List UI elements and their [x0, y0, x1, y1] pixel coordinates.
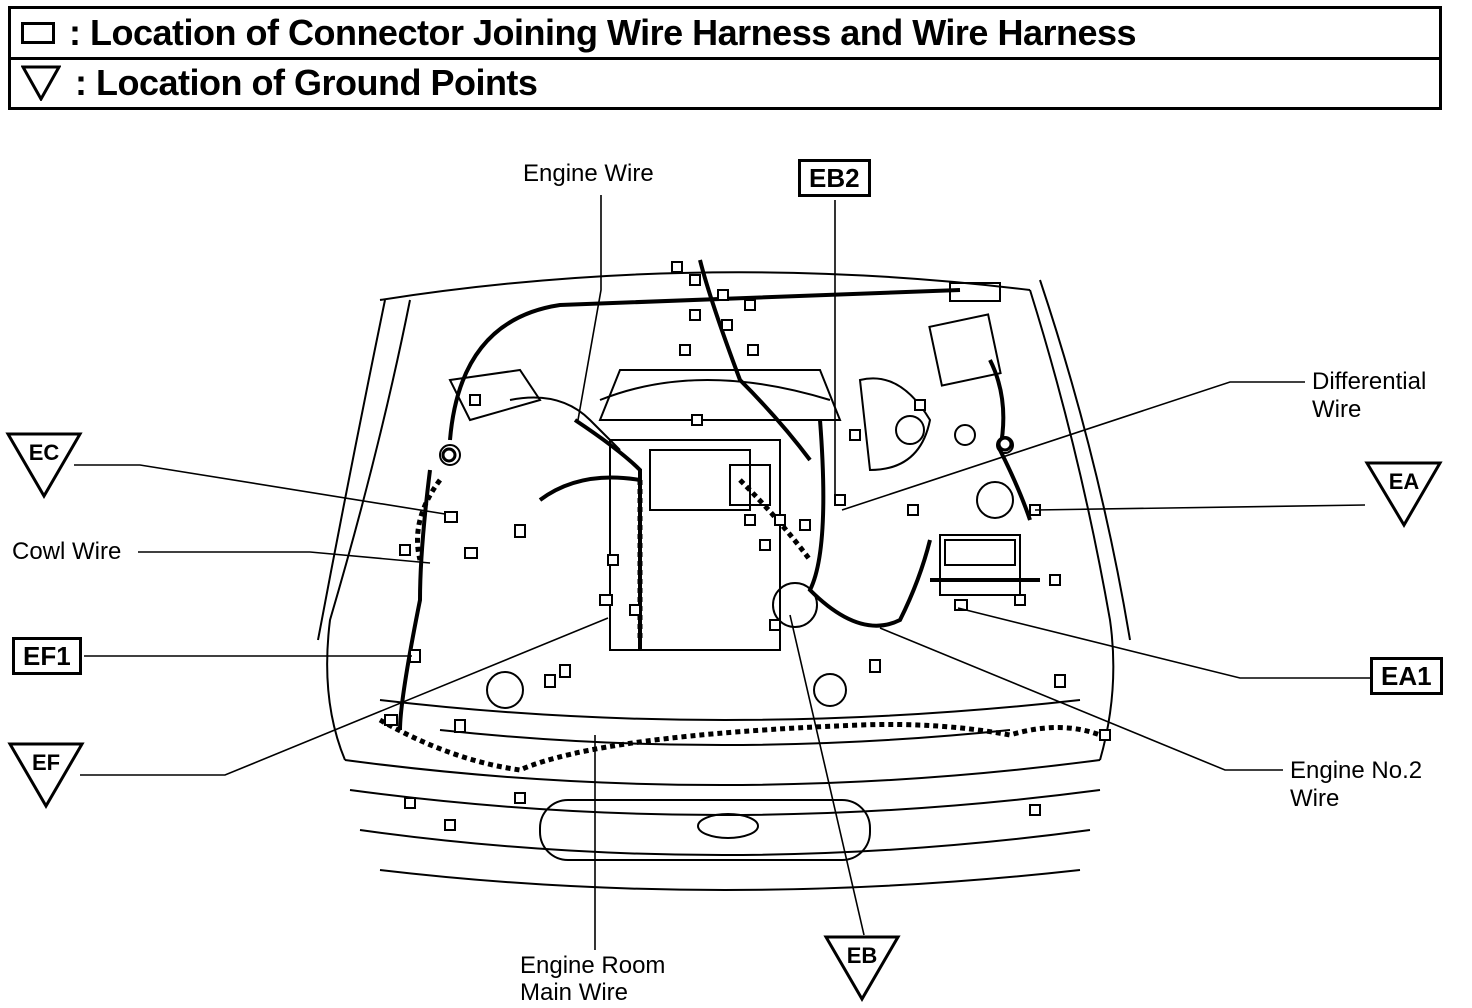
differential-wire-label-line2: Wire [1312, 396, 1362, 423]
connector-box-icon [21, 22, 55, 44]
main-wire-harness [378, 478, 1101, 773]
legend-row-connector: : Location of Connector Joining Wire Har… [11, 9, 1439, 60]
ground-ec-label: EC [28, 440, 60, 465]
engine-wire-label: Engine Wire [523, 160, 654, 187]
cowl-wire-label: Cowl Wire [12, 538, 122, 565]
connector-ef1-label: EF1 [12, 637, 82, 675]
ground-triangle-icon [21, 65, 61, 101]
engine-no2-wire-label-line1: Engine No.2 [1290, 757, 1423, 784]
legend-row-ground: : Location of Ground Points [11, 58, 1439, 108]
engine-room-main-wire-label-line1: Engine Room [520, 952, 666, 979]
ground-point-markers [441, 436, 1013, 463]
differential-wire-label-line1: Differential [1312, 368, 1427, 395]
leader-lines [74, 195, 1370, 950]
legend-ground-text: : Location of Ground Points [75, 62, 538, 103]
ground-eb-label: EB [846, 943, 878, 968]
engine-room-main-wire-label-line2: Main Wire [520, 979, 629, 1006]
ground-ef-label: EF [31, 750, 61, 775]
legend-connector-text: : Location of Connector Joining Wire Har… [69, 12, 1137, 53]
vehicle-outline [317, 271, 1131, 891]
engine-no2-wire-label-line2: Wire [1290, 785, 1340, 812]
ground-ea-label: EA [1388, 469, 1420, 494]
connector-eb2-label: EB2 [798, 159, 871, 197]
wire-harness [398, 259, 1040, 731]
legend: : Location of Connector Joining Wire Har… [8, 6, 1442, 110]
small-connectors [384, 261, 1111, 831]
ground-triangles [5, 432, 1443, 1002]
connector-ea1-label: EA1 [1370, 657, 1443, 695]
